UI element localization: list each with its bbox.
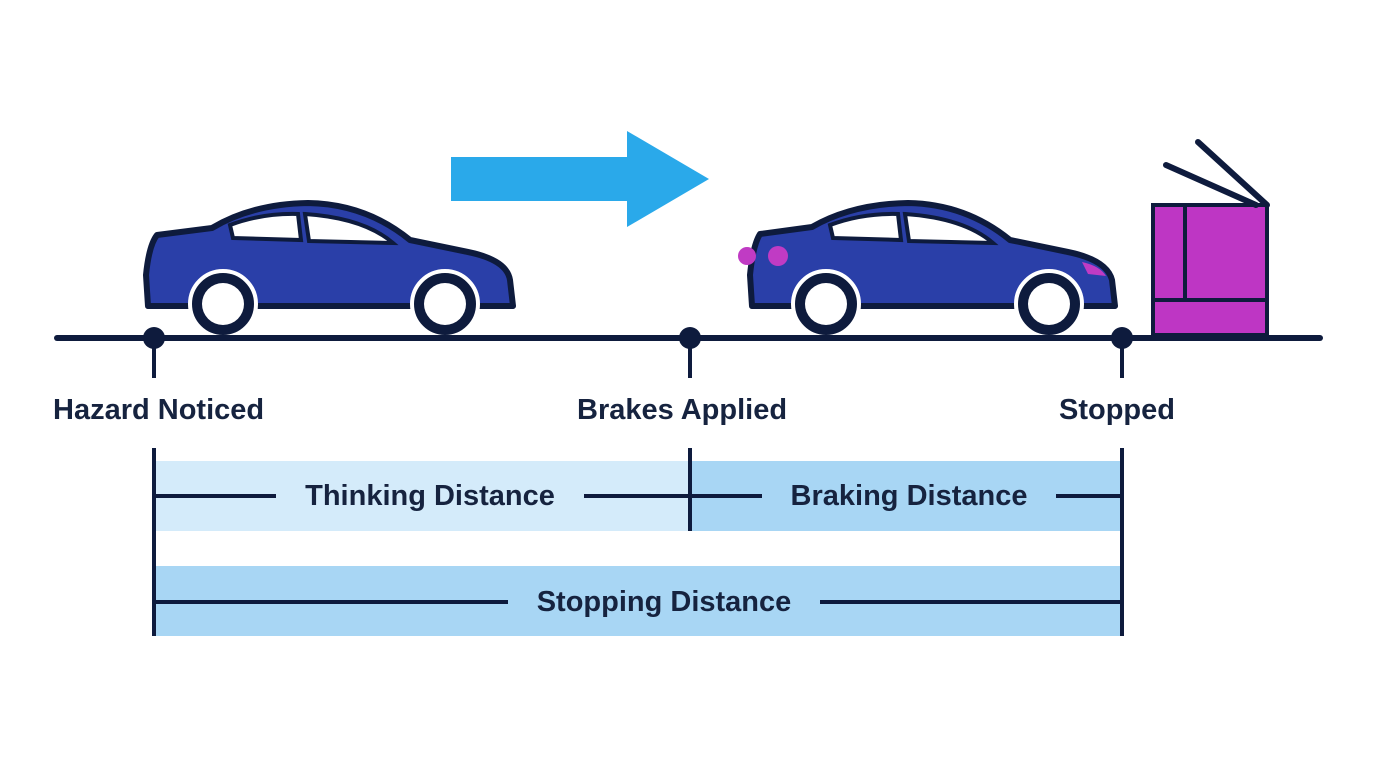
milestone-marker-brakes xyxy=(679,327,701,378)
brake-light-icon xyxy=(738,247,756,265)
car-side-icon xyxy=(143,200,516,339)
milestone-marker-stopped xyxy=(1111,327,1133,378)
stopping-distance-label: Stopping Distance xyxy=(536,586,792,618)
stopped-label: Stopped xyxy=(1059,394,1175,426)
arrow-right-icon xyxy=(451,131,709,227)
brake-light-icon xyxy=(768,246,788,266)
brakes-applied-label: Brakes Applied xyxy=(577,394,788,426)
braking-distance-label: Braking Distance xyxy=(790,480,1028,512)
milestone-marker-hazard xyxy=(143,327,165,378)
car-side-braking-icon xyxy=(738,200,1118,339)
hazard-noticed-label: Hazard Noticed xyxy=(53,394,265,426)
obstacle-box-icon xyxy=(1151,139,1270,337)
thinking-distance-label: Thinking Distance xyxy=(305,480,555,512)
